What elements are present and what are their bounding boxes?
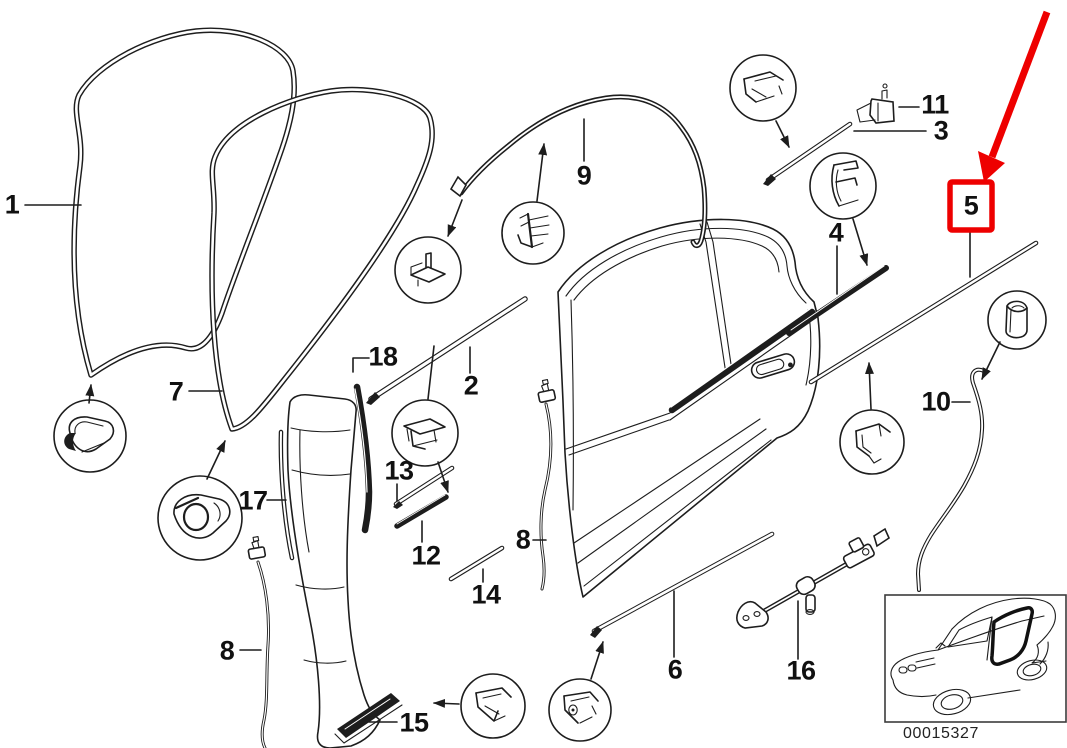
diagram-code: 00015327 bbox=[903, 725, 979, 742]
highlight-arrow-shaft bbox=[988, 10, 1051, 159]
part-label-4[interactable]: 4 bbox=[828, 217, 844, 248]
part-8-sealing-strip-right bbox=[537, 378, 557, 591]
part-label-11[interactable]: 11 bbox=[921, 89, 949, 120]
part-16-check-strap bbox=[736, 527, 891, 629]
part-1-door-seal bbox=[74, 30, 294, 375]
part-18-window-channel-strip bbox=[353, 383, 373, 534]
part-15-sill-strip bbox=[334, 693, 403, 744]
callout-seal1-profile bbox=[53, 399, 127, 473]
part-label-12[interactable]: 12 bbox=[411, 540, 441, 571]
callout-seal7-profile bbox=[157, 475, 243, 561]
part-2-belt-strip bbox=[366, 299, 525, 405]
molding-end-cap bbox=[449, 175, 467, 198]
part-3-trim-strip bbox=[763, 124, 850, 186]
thumbnail-highlighted-rear-door bbox=[990, 606, 1034, 666]
highlight-box-part-5[interactable] bbox=[947, 179, 995, 233]
callout-strip10-cap bbox=[987, 290, 1047, 350]
door-front-edge-line bbox=[570, 299, 574, 511]
part-label-7[interactable]: 7 bbox=[168, 376, 184, 407]
part-label-5-highlighted[interactable]: 5 bbox=[963, 190, 979, 221]
callout-molding9-end-clip bbox=[394, 236, 462, 304]
part-label-16[interactable]: 16 bbox=[786, 655, 816, 686]
highlight-annotation bbox=[947, 10, 1051, 233]
part-label-1[interactable]: 1 bbox=[4, 189, 20, 220]
callout-lower-strip-clip bbox=[548, 678, 612, 742]
part-13-strip bbox=[393, 468, 452, 509]
thumbnail-car-sketch bbox=[890, 597, 1056, 716]
part-label-17[interactable]: 17 bbox=[238, 485, 268, 516]
callout-strip5-clip bbox=[839, 409, 905, 475]
part-label-18[interactable]: 18 bbox=[368, 341, 398, 372]
callout-molding9-mid-clip bbox=[501, 201, 565, 265]
door-handle bbox=[750, 353, 796, 379]
window-divider-bar bbox=[699, 223, 727, 375]
part-label-15[interactable]: 15 bbox=[399, 707, 429, 738]
part-label-6[interactable]: 6 bbox=[667, 654, 683, 685]
callout-arrows bbox=[85, 120, 1001, 708]
door-belt-molding bbox=[668, 308, 816, 414]
thumbnail-frame bbox=[884, 594, 1067, 723]
car-thumbnail bbox=[884, 594, 1067, 723]
part-4-belt-strip bbox=[786, 265, 889, 336]
callout-strip4-clip bbox=[809, 152, 877, 220]
part-8-sealing-strip-left bbox=[247, 536, 271, 748]
part-12-strip bbox=[394, 494, 449, 529]
part-14-strip bbox=[451, 548, 502, 579]
part-11-clip bbox=[856, 83, 895, 124]
part-label-8-left[interactable]: 8 bbox=[219, 635, 235, 666]
part-label-8-right[interactable]: 8 bbox=[515, 524, 531, 555]
leader-lines bbox=[24, 106, 971, 723]
highlight-arrow-head bbox=[978, 151, 1005, 182]
rear-door-panel bbox=[557, 218, 821, 598]
part-9-roof-molding bbox=[449, 97, 705, 246]
callout-sill-strip-clip bbox=[460, 673, 526, 739]
part-label-14[interactable]: 14 bbox=[471, 579, 501, 610]
callout-strip3-clip bbox=[729, 54, 797, 122]
callout-belt-strip-clip bbox=[391, 399, 459, 467]
part-label-2[interactable]: 2 bbox=[463, 370, 479, 401]
part-label-9[interactable]: 9 bbox=[576, 160, 592, 191]
part-label-13[interactable]: 13 bbox=[384, 455, 414, 486]
part-label-3[interactable]: 3 bbox=[933, 115, 949, 146]
part-label-10[interactable]: 10 bbox=[921, 386, 951, 417]
part-6-lower-strip bbox=[590, 534, 772, 638]
